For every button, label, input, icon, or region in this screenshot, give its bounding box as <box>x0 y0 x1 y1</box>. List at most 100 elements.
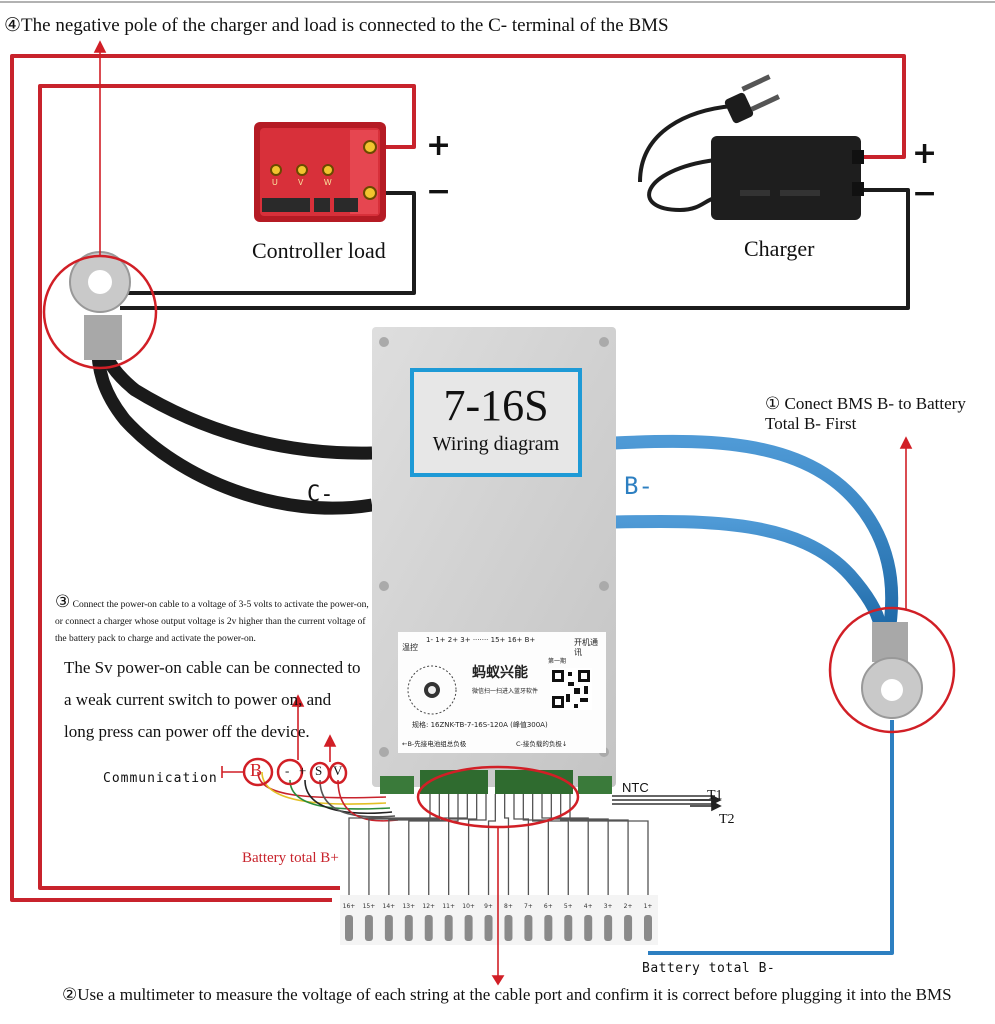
cell-label: 15+ <box>363 903 376 910</box>
step1-text: Conect BMS B- to Battery Total B- First <box>765 394 966 433</box>
balance-wire <box>541 794 589 912</box>
balance-wire <box>532 794 569 912</box>
balance-wire <box>448 794 478 912</box>
battery-total-bminus-label: Battery total B- <box>642 961 776 976</box>
charger-plus-sign: + <box>912 136 938 171</box>
power-pin-minus: - <box>285 763 290 778</box>
balance-wire <box>408 794 459 912</box>
cell-label: 10+ <box>462 903 475 910</box>
cell-label: 7+ <box>524 903 533 910</box>
comm-pin-label: B <box>250 760 263 780</box>
plate-corner-label: 第一期 <box>548 658 567 665</box>
cell-terminal <box>544 915 553 941</box>
cell-label: 9+ <box>484 903 493 910</box>
plate-wiring-note-left: ←B-先接电池组总负极 <box>402 740 467 748</box>
plug-cord <box>638 104 733 183</box>
cell-label: 4+ <box>584 903 593 910</box>
step2-note: ②Use a multimeter to measure the voltage… <box>62 985 952 1004</box>
controller-plus-sign: + <box>426 128 452 163</box>
cell-terminal <box>404 915 413 941</box>
cell-label: 2+ <box>624 903 633 910</box>
balance-wire <box>487 794 496 912</box>
balance-wires <box>348 794 649 912</box>
controller-load-label: Controller load <box>252 238 386 263</box>
balance-wire <box>569 794 649 912</box>
t2-label: T2 <box>719 812 735 827</box>
step3-number: ③ <box>55 592 71 611</box>
red-wire-load-positive <box>38 84 416 890</box>
annotation-circle-b-minus <box>828 606 956 734</box>
cell-label: 16+ <box>343 903 356 910</box>
battery-total-bplus-label: Battery total B+ <box>242 850 339 866</box>
cell-label: 5+ <box>564 903 573 910</box>
balance-wire <box>467 794 487 912</box>
cell-label: 3+ <box>604 903 613 910</box>
bms-connectors <box>380 770 612 794</box>
b-minus-ring-terminal <box>861 622 923 719</box>
charger-cord <box>647 158 716 213</box>
t1-label: T1 <box>707 788 723 803</box>
plate-scan-text: 微信扫一扫进入蓝牙软件 <box>472 688 539 695</box>
cell-terminal <box>384 915 393 941</box>
annotation-arrows <box>93 40 913 986</box>
blue-wire-battery-total-bminus <box>648 720 894 955</box>
cell-terminal <box>424 915 433 941</box>
bms-subtitle: Wiring diagram <box>432 433 560 455</box>
cell-terminal <box>504 915 513 941</box>
c-minus-cable-2 <box>90 329 374 515</box>
controller-box <box>254 122 386 222</box>
cell-terminal <box>364 915 373 941</box>
balance-wire <box>560 794 629 912</box>
step3-text: Connect the power-on cable to a voltage … <box>55 600 369 644</box>
power-pin-s: S <box>315 763 323 778</box>
step1-note: ① Conect BMS B- to Battery Total B- Firs… <box>765 394 970 434</box>
cell-label: 1+ <box>644 903 653 910</box>
qr-code-icon <box>550 668 592 710</box>
controller-phase-w: W <box>324 178 332 187</box>
cell-terminal <box>345 915 353 941</box>
power-pin-plus: + <box>299 763 307 778</box>
black-wire-charger-negative <box>120 188 910 310</box>
balance-wire <box>522 794 549 912</box>
balance-wire <box>504 794 510 912</box>
balance-wire <box>348 794 431 912</box>
cell-terminal <box>624 915 633 941</box>
plate-brand: 蚂蚁兴能 <box>472 665 528 681</box>
balance-wire <box>550 794 609 912</box>
cell-label: 8+ <box>504 903 513 910</box>
cell-terminal <box>604 915 613 941</box>
bms-title-box: 7-16S Wiring diagram <box>410 368 582 477</box>
c-minus-ring-terminal <box>69 251 131 360</box>
charger-label: Charger <box>744 236 815 261</box>
power-on-cable-note: The Sv power-on cable can be connected t… <box>64 658 361 741</box>
plate-wiring-note-right: C-接负载的负极↓ <box>516 740 568 748</box>
cell-label: 11+ <box>442 903 455 910</box>
cell-terminal <box>444 915 453 941</box>
black-wire-load-negative <box>110 191 416 295</box>
b-minus-cable-2 <box>613 514 887 627</box>
power-pin-v: V <box>333 763 343 778</box>
cell-terminal <box>564 915 573 941</box>
cell-label: 13+ <box>402 903 415 910</box>
balance-wire <box>428 794 468 912</box>
balance-wire <box>513 794 530 912</box>
controller-phase-v: V <box>298 178 304 187</box>
bms-label-plate: 温控 1- 1+ 2+ 3+ ······· 15+ 16+ B+ 开机通讯 蚂… <box>398 632 606 753</box>
cell-terminal <box>644 915 652 941</box>
controller-phase-u: U <box>272 178 278 187</box>
cell-terminal <box>584 915 593 941</box>
plate-temp-label: 温控 <box>402 643 418 652</box>
cell-label: 12+ <box>422 903 435 910</box>
cell-terminal <box>524 915 533 941</box>
charger-minus-sign: − <box>912 176 938 211</box>
charger-box <box>711 136 864 220</box>
controller-minus-sign: − <box>426 174 452 209</box>
cell-label: 14+ <box>383 903 396 910</box>
ntc-label: NTC <box>622 780 649 795</box>
plate-switch-label: 开机通讯 <box>574 638 598 657</box>
b-minus-label: B- <box>624 472 653 500</box>
step1-number: ① <box>765 394 781 413</box>
b-minus-cable-1 <box>613 434 899 626</box>
cell-label: 6+ <box>544 903 553 910</box>
